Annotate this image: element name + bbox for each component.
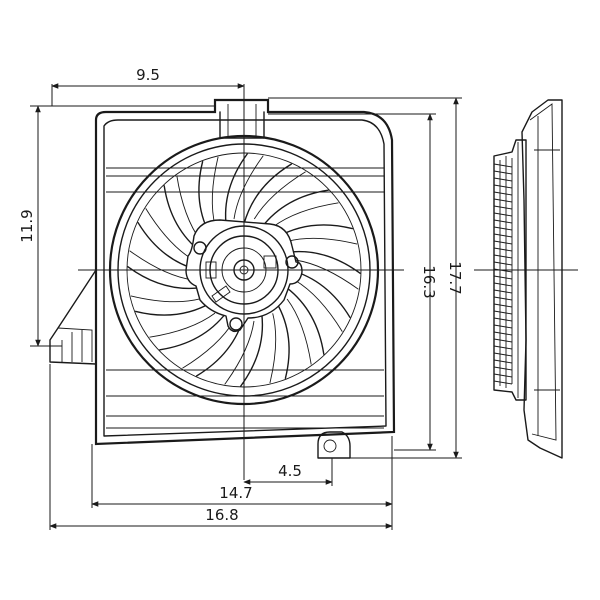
fan-blade-edge xyxy=(253,171,306,220)
side-fan-profile xyxy=(493,139,527,401)
side-hatch-line xyxy=(493,240,513,245)
fan-blade xyxy=(135,301,213,316)
dim-inner-height: 16.3 xyxy=(420,265,438,298)
mount-hole-3 xyxy=(229,317,243,331)
fan-blade-edge xyxy=(286,298,312,365)
fan-blade-edge xyxy=(287,237,358,245)
side-hatch-line xyxy=(493,380,513,385)
fan-blade xyxy=(240,311,264,387)
dim-mid-width: 14.7 xyxy=(219,484,252,502)
side-hatch-line xyxy=(493,373,513,378)
dim-top-width: 9.5 xyxy=(136,66,160,84)
shroud-outline xyxy=(94,98,396,446)
side-fan-hatching xyxy=(493,163,513,385)
fan-side-view xyxy=(474,99,578,459)
fan-blade-edge xyxy=(224,320,255,385)
fan-blade-edge xyxy=(294,279,343,332)
fan-blade-edge xyxy=(182,320,235,369)
fan-blade-edge xyxy=(233,155,264,220)
side-hatch-line xyxy=(493,170,513,175)
side-hatch-line xyxy=(493,254,513,259)
side-shroud-outline xyxy=(521,99,563,459)
side-hatch-line xyxy=(493,184,513,189)
fan-blade xyxy=(285,286,325,355)
side-hatch-line xyxy=(493,177,513,182)
dim-overall-width: 16.8 xyxy=(205,506,238,524)
fan-blade-edge xyxy=(145,208,194,261)
side-hatch-line xyxy=(493,359,513,364)
fan-blade xyxy=(275,301,290,379)
side-hatch-line xyxy=(493,331,513,336)
fan-blade-edge xyxy=(130,295,201,303)
fan-blade xyxy=(127,266,203,290)
mount-hole-2 xyxy=(285,255,299,269)
side-hatch-line xyxy=(493,275,513,280)
dim-offset-width: 4.5 xyxy=(278,462,302,480)
side-hatch-line xyxy=(493,282,513,287)
fan-blades xyxy=(127,153,361,387)
top-mount-tab xyxy=(219,111,265,139)
shroud-front-view xyxy=(49,98,396,459)
shroud-inner-outline xyxy=(103,119,387,437)
side-hatch-line xyxy=(493,296,513,301)
side-hatch-line xyxy=(493,352,513,357)
side-hatch-line xyxy=(493,226,513,231)
side-hatch-line xyxy=(493,317,513,322)
left-side-bracket xyxy=(49,269,97,365)
fan-blade-edge xyxy=(272,202,339,228)
fan-blade-edge xyxy=(149,312,216,338)
side-hatch-line xyxy=(493,338,513,343)
dim-left-height: 11.9 xyxy=(18,209,36,242)
mount-hole-1 xyxy=(193,241,207,255)
side-hatch-line xyxy=(493,247,513,252)
dim-outer-height: 17.7 xyxy=(446,261,464,294)
bottom-connector xyxy=(317,431,351,459)
side-hatch-line xyxy=(493,366,513,371)
dimensions: 9.5 11.9 16.3 17.7 4.5 14.7 16.8 xyxy=(18,66,464,530)
side-hatch-line xyxy=(493,345,513,350)
fan-blade-edge xyxy=(294,259,359,290)
side-hatch-line xyxy=(493,289,513,294)
side-hatch-line xyxy=(493,163,513,168)
side-hatch-line xyxy=(493,261,513,266)
fan-blade xyxy=(243,163,292,225)
fan-blade xyxy=(260,189,329,229)
fan-blade-edge xyxy=(269,313,277,384)
side-hatch-line xyxy=(493,191,513,196)
side-hatch-line xyxy=(493,324,513,329)
side-hatch-line xyxy=(493,198,513,203)
side-hatch-line xyxy=(493,219,513,224)
side-hatch-line xyxy=(493,303,513,308)
side-hatch-line xyxy=(493,310,513,315)
side-hatch-line xyxy=(493,212,513,217)
side-hatch-line xyxy=(493,233,513,238)
side-hatch-line xyxy=(493,205,513,210)
fan-blade xyxy=(159,311,228,351)
